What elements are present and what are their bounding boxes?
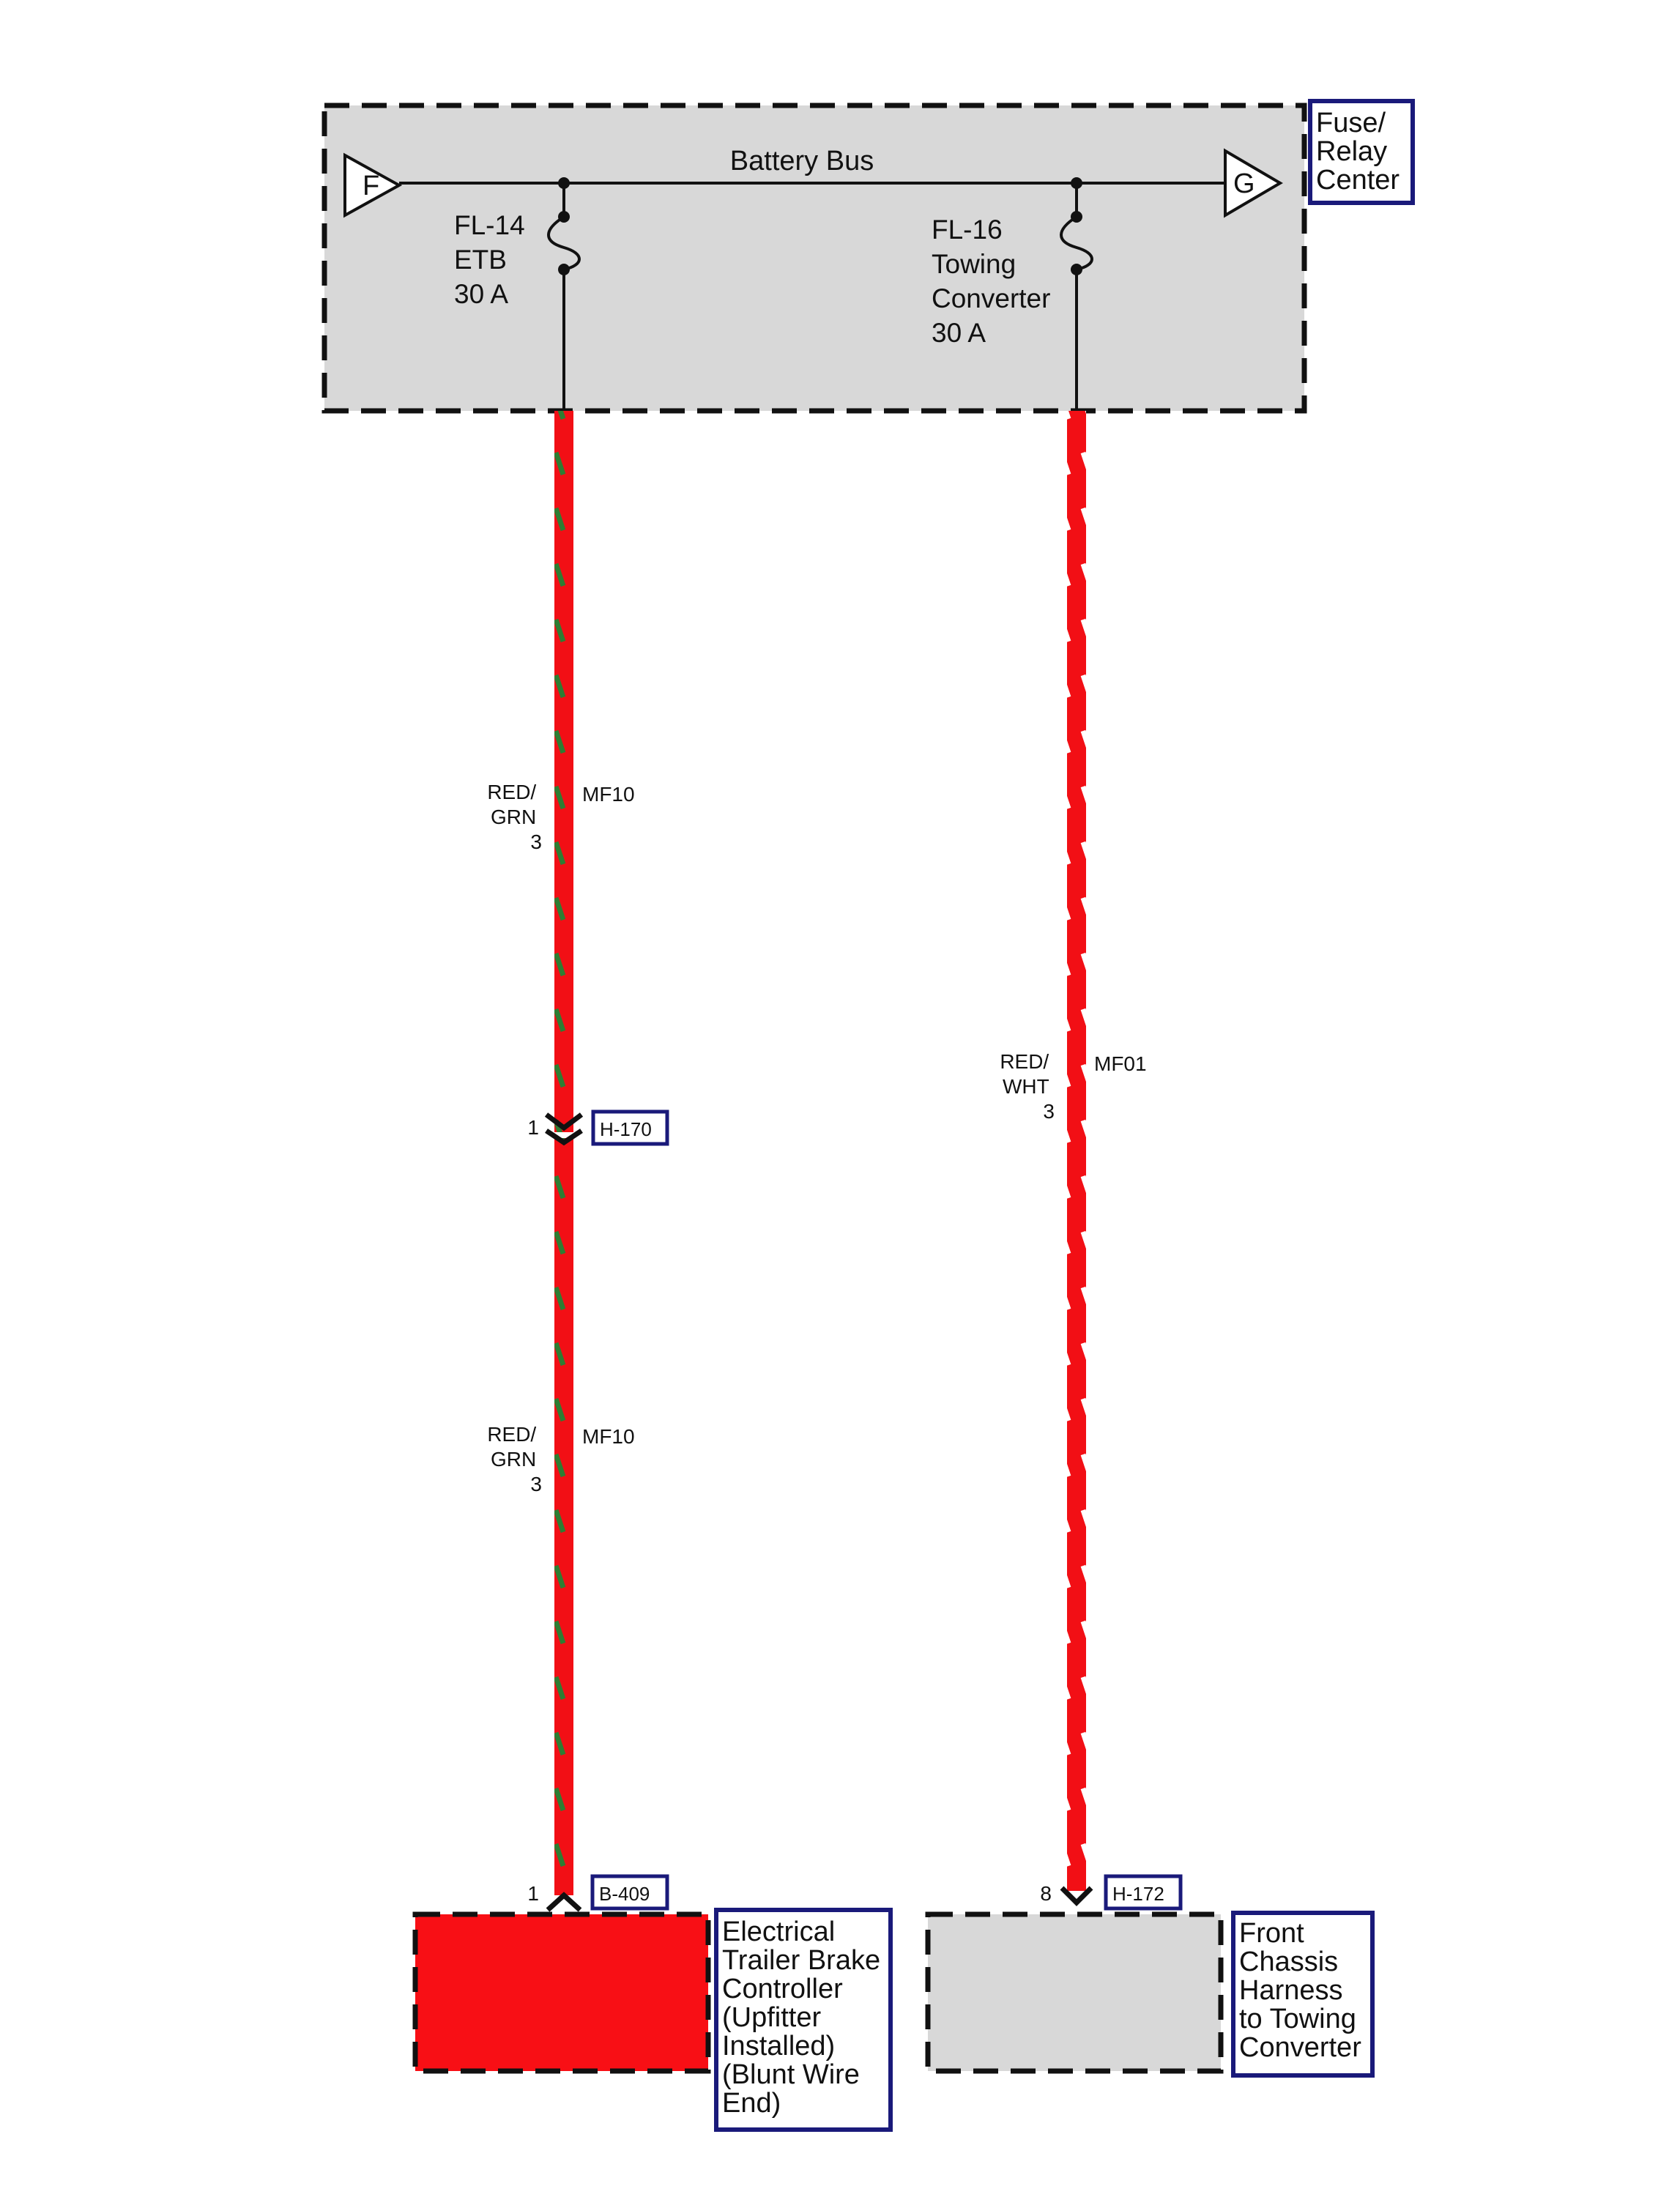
connector-h170-tag: H-170: [600, 1118, 652, 1140]
module-towing-converter[interactable]: Front Chassis Harness to Towing Converte…: [925, 1911, 1375, 2078]
connector-b409-pin: 1: [527, 1882, 539, 1905]
connector-h172-pin: 8: [1040, 1882, 1052, 1905]
module-towing-converter-box: [925, 1911, 1224, 2074]
module-trailer-brake-controller-label: Electrical Trailer Brake Controller (Upf…: [722, 1917, 888, 2119]
battery-bus-label: Battery Bus: [730, 146, 874, 176]
module-trailer-brake-controller[interactable]: Electrical Trailer Brake Controller (Upf…: [412, 1908, 893, 2132]
wire-mf01[interactable]: [1067, 411, 1086, 1891]
connector-h172[interactable]: 8 H-172: [1040, 1874, 1183, 1911]
fuse-fl16-icon: [1060, 183, 1093, 411]
wire-mf10-lower-stripe: [554, 1138, 573, 1895]
fuse-relay-center-tag-box: [1308, 99, 1415, 205]
connector-g-label: G: [1233, 168, 1255, 199]
connector-arch-icon: [546, 1892, 582, 1912]
wire-mf01-color-label: RED/ WHT 3: [1000, 1050, 1055, 1123]
fuse-fl14-label: FL-14 ETB 30 A: [454, 210, 532, 309]
fuse-relay-center-tag[interactable]: Fuse/ Relay Center: [1308, 99, 1415, 205]
connector-f-icon: F: [343, 152, 403, 218]
connector-h172-tag: H-172: [1112, 1883, 1164, 1905]
wire-mf10-upper-stripe: [554, 411, 573, 1132]
connector-h170[interactable]: 1 H-170: [527, 1109, 669, 1146]
wire-mf10-lower-circuit-label: MF10: [582, 1425, 635, 1448]
module-towing-converter-label: Front Chassis Harness to Towing Converte…: [1239, 1918, 1364, 2063]
connector-f-label: F: [363, 171, 379, 201]
connector-h170-tag-box: [591, 1109, 669, 1146]
connector-h170-pin: 1: [527, 1116, 539, 1139]
connector-chevron-icon: [1060, 1886, 1093, 1906]
module-trailer-brake-controller-tag-box: [714, 1908, 893, 2132]
inline-connector-icon: [545, 1129, 583, 1146]
module-towing-converter-tag-box: [1231, 1911, 1375, 2078]
connector-g-icon: G: [1224, 148, 1283, 218]
fuse-relay-center: Battery Bus F G FL-14 ETB 30 A: [321, 103, 1307, 414]
fuse-fl14-icon: [547, 183, 581, 411]
inline-connector-icon: [544, 1112, 584, 1131]
wire-mf10[interactable]: [554, 411, 573, 1895]
connector-b409[interactable]: 1 B-409: [527, 1874, 669, 1912]
fuse-fl16-label: FL-16 Towing Converter 30 A: [932, 215, 1058, 348]
wire-mf01-stripe: [1067, 411, 1086, 1891]
fuse-relay-center-panel: [321, 103, 1307, 414]
module-trailer-brake-controller-box: [412, 1911, 711, 2074]
connector-h172-tag-box: [1104, 1874, 1183, 1911]
wire-mf10-upper-color-label: RED/ GRN 3: [487, 781, 542, 853]
fuse-relay-center-tag-label: Fuse/ Relay Center: [1316, 108, 1400, 196]
connector-b409-tag: B-409: [599, 1883, 650, 1905]
connector-b409-tag-box: [590, 1874, 669, 1911]
wire-mf10-lower-color-label: RED/ GRN 3: [487, 1423, 542, 1495]
wire-mf10-upper-circuit-label: MF10: [582, 783, 635, 806]
wire-mf01-circuit-label: MF01: [1094, 1052, 1147, 1075]
